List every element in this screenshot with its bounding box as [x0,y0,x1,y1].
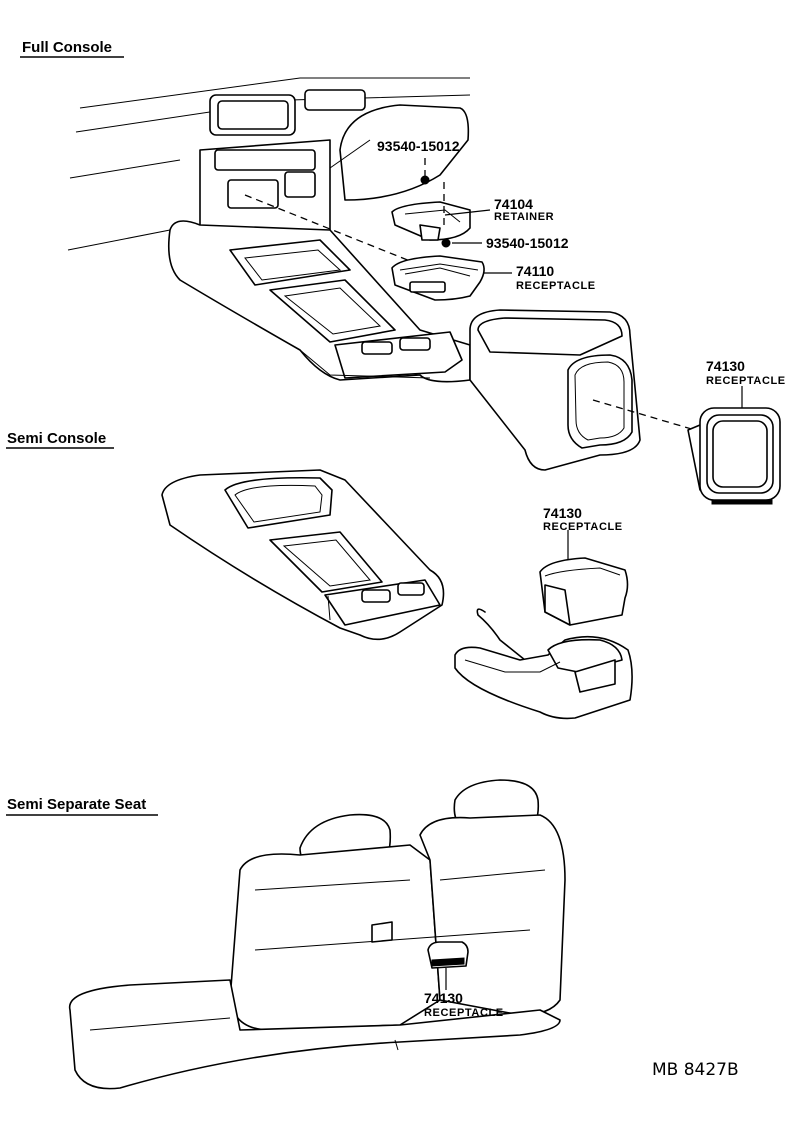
full-console-illustration [67,77,713,471]
retainer-part [391,158,471,248]
label-receptacle-74130-semi: 74130 RECEPTACLE [543,505,623,560]
svg-text:93540-15012: 93540-15012 [486,235,569,251]
svg-text:Full Console: Full Console [22,39,112,56]
label-screw-top: 93540-15012 [377,138,460,154]
receptacle-74130-rear-part [687,407,781,505]
section-title-semi-separate-seat: Semi Separate Seat [6,796,158,816]
svg-text:74104: 74104 [494,196,533,212]
section-title-full-console: Full Console [20,39,124,58]
label-retainer: 74104 RETAINER [444,196,554,223]
svg-text:RECEPTACLE: RECEPTACLE [706,375,786,387]
svg-text:RECEPTACLE: RECEPTACLE [516,280,596,292]
semi-armrest-illustration [454,608,633,720]
label-receptacle-74110: 74110 RECEPTACLE [483,263,596,292]
svg-text:RETAINER: RETAINER [494,211,554,223]
label-receptacle-74130-seat: 74130 RECEPTACLE [424,968,504,1019]
svg-text:74130: 74130 [706,358,745,374]
semi-console-illustration [161,469,445,641]
svg-text:93540-15012: 93540-15012 [377,138,460,154]
svg-text:RECEPTACLE: RECEPTACLE [543,521,623,533]
drawing-code: MB 8427B [652,1060,739,1080]
svg-text:Semi Console: Semi Console [7,430,106,447]
receptacle-74130-seat-part [427,941,469,969]
svg-text:74110: 74110 [516,263,554,279]
svg-text:74130: 74130 [543,505,582,521]
section-title-semi-console: Semi Console [6,430,114,449]
label-screw-bottom: 93540-15012 [452,235,569,251]
rear-seat-illustration [68,779,566,1090]
label-receptacle-74130-rear: 74130 RECEPTACLE [706,358,786,408]
receptacle-74110-part [391,255,485,301]
svg-text:RECEPTACLE: RECEPTACLE [424,1007,504,1019]
svg-text:Semi Separate Seat: Semi Separate Seat [7,796,146,813]
receptacle-74130-semi-part [539,557,629,626]
svg-text:74130: 74130 [424,990,463,1006]
